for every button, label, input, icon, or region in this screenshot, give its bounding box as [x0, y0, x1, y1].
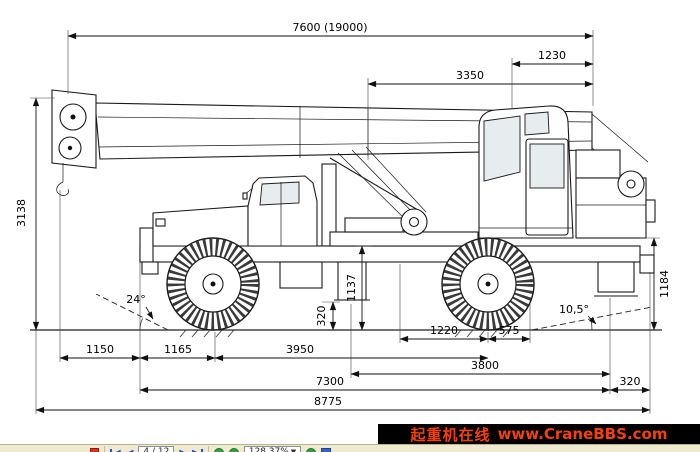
dim-label-boom-total: 7600 (19000) [292, 21, 367, 34]
refresh-button[interactable] [306, 446, 317, 452]
rear-platform [575, 113, 656, 274]
dim-label-1220: 1220 [430, 324, 458, 337]
superstructure-deck [329, 208, 479, 247]
previous-page-button[interactable]: ◀ [126, 446, 134, 452]
boom-head [51, 89, 97, 196]
dimension-lines [32, 32, 658, 414]
previous-page-arrow-icon: ◀ [126, 448, 134, 452]
dim-label-1184: 1184 [658, 270, 671, 298]
last-page-button[interactable]: ▶ [192, 446, 203, 452]
rear-wheel [441, 237, 535, 331]
dimension-labels: 7600 (19000) 1230 3350 3138 1184 320 113… [15, 21, 671, 408]
dim-label-575: 575 [499, 324, 520, 337]
watermark-bar: 起重机在线 www.CraneBBS.com [378, 424, 700, 444]
zoom-level-value: 128.37% [248, 447, 289, 452]
dim-label-7300: 7300 [316, 375, 344, 388]
chevron-down-icon: ▼ [290, 448, 297, 452]
hoist-cables [329, 146, 427, 221]
first-page-arrow-icon: ◀ [113, 448, 121, 452]
dim-label-3800: 3800 [471, 359, 499, 372]
dim-label-8775: 8775 [314, 395, 342, 408]
dim-label-3138: 3138 [15, 199, 28, 227]
zoom-in-icon [228, 448, 239, 452]
last-page-bar-icon [200, 448, 203, 452]
watermark-site-url: www.CraneBBS.com [497, 425, 668, 443]
viewer-toolbar: ◀ ◀ 4 / 12 ▶ ▶ 128.37% ▼ [0, 444, 700, 452]
first-page-bar-icon [110, 448, 112, 452]
dim-label-1137: 1137 [345, 274, 358, 302]
front-wheel [166, 237, 260, 331]
dim-label-320-clearance: 320 [315, 306, 328, 327]
page-number-input[interactable]: 4 / 12 [138, 446, 175, 452]
hand-tool-icon [321, 448, 332, 452]
approach-angle: 24° [95, 293, 169, 331]
zoom-out-icon [213, 448, 224, 452]
ground-ticks [179, 329, 510, 338]
next-page-button[interactable]: ▶ [179, 446, 187, 452]
zoom-level-select[interactable]: 128.37% ▼ [243, 446, 302, 452]
toolbar-separator [104, 446, 105, 452]
dim-label-1150: 1150 [86, 343, 114, 356]
dim-label-3950: 3950 [286, 343, 314, 356]
toolbar-separator [207, 446, 209, 452]
dim-label-3350: 3350 [456, 69, 484, 82]
dim-label-1165: 1165 [164, 343, 192, 356]
angle-label-rear: 10,5° [559, 303, 589, 316]
bookmark-icon[interactable] [90, 446, 99, 452]
watermark-site-name: 起重机在线 [410, 425, 491, 444]
zoom-out-button[interactable] [213, 446, 224, 452]
next-page-arrow-icon: ▶ [179, 448, 187, 452]
last-page-arrow-icon: ▶ [192, 448, 200, 452]
hand-tool-button[interactable] [321, 446, 332, 452]
first-page-button[interactable]: ◀ [110, 446, 121, 452]
refresh-icon [306, 448, 317, 452]
angle-label-front: 24° [126, 293, 146, 306]
departure-angle: 10,5° [531, 303, 653, 331]
dim-label-1230: 1230 [538, 49, 566, 62]
zoom-in-button[interactable] [228, 446, 239, 452]
dim-label-320-rear: 320 [620, 375, 641, 388]
crane-technical-drawing: 24° 10,5° [15, 21, 671, 414]
truck-cab [152, 175, 318, 247]
crane-cab [478, 105, 574, 239]
